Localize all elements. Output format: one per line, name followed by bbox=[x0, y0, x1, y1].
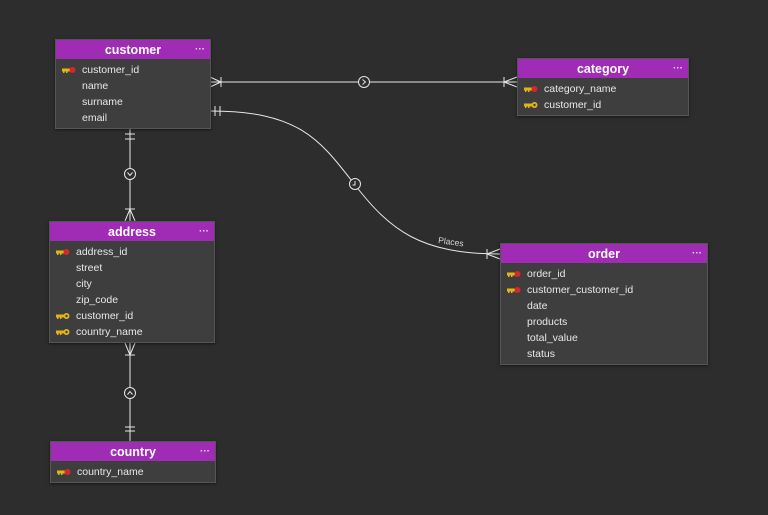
field-row[interactable]: zip_code bbox=[50, 292, 214, 308]
field-name: products bbox=[527, 316, 568, 328]
foreign-key-icon bbox=[56, 328, 70, 336]
entity-header[interactable]: category ··· bbox=[518, 59, 688, 78]
field-row[interactable]: customer_id bbox=[56, 62, 210, 78]
entity-customer[interactable]: customer ··· customer_id name surname em… bbox=[55, 39, 211, 129]
field-row[interactable]: total_value bbox=[501, 330, 707, 346]
crowfoot-marker bbox=[209, 76, 222, 83]
relationship-midpoint-icon bbox=[349, 178, 361, 190]
field-name: order_id bbox=[527, 268, 566, 280]
field-name: name bbox=[82, 80, 109, 92]
entity-header[interactable]: address ··· bbox=[50, 222, 214, 241]
field-row[interactable]: customer_id bbox=[518, 97, 688, 113]
foreign-key-icon bbox=[507, 286, 521, 294]
entity-title: address bbox=[108, 224, 156, 239]
field-row[interactable]: date bbox=[501, 298, 707, 314]
entity-menu-button[interactable]: ··· bbox=[199, 226, 209, 237]
field-name: customer_id bbox=[544, 99, 602, 111]
entity-title: country bbox=[110, 444, 156, 459]
field-row[interactable]: customer_id bbox=[50, 308, 214, 324]
field-row[interactable]: order_id bbox=[501, 266, 707, 282]
field-row[interactable]: products bbox=[501, 314, 707, 330]
field-name: date bbox=[527, 300, 548, 312]
foreign-key-icon bbox=[524, 101, 538, 109]
field-name: total_value bbox=[527, 332, 578, 344]
relationship-line bbox=[209, 110, 501, 255]
field-row[interactable]: status bbox=[501, 346, 707, 362]
primary-key-icon bbox=[62, 66, 76, 74]
field-row[interactable]: email bbox=[56, 110, 210, 126]
field-row[interactable]: customer_customer_id bbox=[501, 282, 707, 298]
field-name: address_id bbox=[76, 246, 128, 258]
field-name: customer_id bbox=[82, 64, 140, 76]
relationship-customer-order bbox=[209, 106, 501, 260]
relationship-label-places[interactable]: Places bbox=[437, 235, 465, 249]
field-name: country_name bbox=[77, 466, 144, 478]
relationship-midpoint-icon bbox=[358, 76, 370, 88]
foreign-key-icon bbox=[56, 312, 70, 320]
relationship-customer-address bbox=[124, 128, 136, 222]
entity-menu-button[interactable]: ··· bbox=[195, 44, 205, 55]
field-name: email bbox=[82, 112, 108, 124]
field-row[interactable]: name bbox=[56, 78, 210, 94]
entity-menu-button[interactable]: ··· bbox=[673, 63, 683, 74]
primary-key-icon bbox=[57, 468, 71, 476]
field-name: zip_code bbox=[76, 294, 119, 306]
field-row[interactable]: street bbox=[50, 260, 214, 276]
entity-header[interactable]: customer ··· bbox=[56, 40, 210, 59]
entity-header[interactable]: country ··· bbox=[51, 442, 215, 461]
entity-country[interactable]: country ··· country_name bbox=[50, 441, 216, 483]
primary-key-icon bbox=[524, 85, 538, 93]
relationship-customer-category bbox=[209, 76, 518, 88]
entity-order[interactable]: order ··· order_id customer_customer_id … bbox=[500, 243, 708, 365]
field-name: status bbox=[527, 348, 556, 360]
entity-title: customer bbox=[104, 42, 162, 57]
field-row[interactable]: category_name bbox=[518, 81, 688, 97]
field-row[interactable]: country_name bbox=[51, 464, 215, 480]
field-name: category_name bbox=[544, 83, 617, 95]
relationship-address-country bbox=[124, 342, 136, 441]
field-row[interactable]: surname bbox=[56, 94, 210, 110]
crowfoot-marker bbox=[124, 342, 131, 356]
field-name: customer_id bbox=[76, 310, 134, 322]
field-row[interactable]: city bbox=[50, 276, 214, 292]
field-row[interactable]: country_name bbox=[50, 324, 214, 340]
field-name: surname bbox=[82, 96, 123, 108]
field-name: country_name bbox=[76, 326, 143, 338]
entity-title: category bbox=[576, 61, 630, 76]
entity-title: order bbox=[588, 246, 620, 261]
crowfoot-marker bbox=[486, 248, 501, 255]
field-row[interactable]: address_id bbox=[50, 244, 214, 260]
entity-address[interactable]: address ··· address_id street city zip_c… bbox=[49, 221, 215, 343]
entity-header[interactable]: order ··· bbox=[501, 244, 707, 263]
crowfoot-marker bbox=[124, 208, 131, 222]
crowfoot-marker bbox=[503, 76, 518, 83]
entity-menu-button[interactable]: ··· bbox=[692, 248, 702, 259]
field-name: street bbox=[76, 262, 103, 274]
primary-key-icon bbox=[507, 270, 521, 278]
field-name: city bbox=[76, 278, 92, 290]
relationship-midpoint-icon bbox=[124, 387, 136, 399]
primary-key-icon bbox=[56, 248, 70, 256]
entity-category[interactable]: category ··· category_name customer_id bbox=[517, 58, 689, 116]
relationship-midpoint-icon bbox=[124, 168, 136, 180]
entity-menu-button[interactable]: ··· bbox=[200, 446, 210, 457]
field-name: customer_customer_id bbox=[527, 284, 634, 296]
